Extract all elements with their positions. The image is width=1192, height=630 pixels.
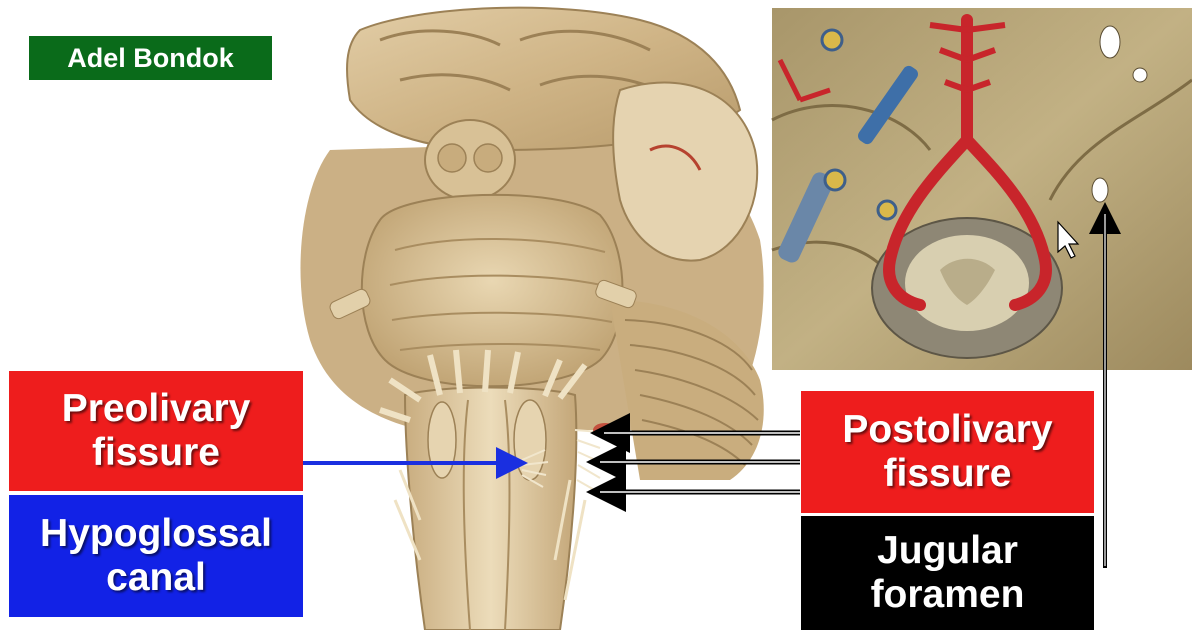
- postolivary-fissure-label: Postolivary fissure: [801, 391, 1094, 513]
- author-text: Adel Bondok: [67, 43, 234, 73]
- foramen-inset-illustration: [772, 8, 1192, 370]
- author-label: Adel Bondok: [29, 36, 272, 80]
- brainstem-illustration: [300, 8, 763, 630]
- hypoglossal-line-2: canal: [40, 556, 272, 600]
- jugular-foramen-label: Jugular foramen: [801, 516, 1094, 630]
- preolivary-line-2: fissure: [62, 431, 251, 475]
- jugular-line-2: foramen: [871, 573, 1025, 617]
- jugular-line-1: Jugular: [871, 529, 1025, 573]
- preolivary-line-1: Preolivary: [62, 387, 251, 431]
- hypoglossal-canal-label: Hypoglossal canal: [9, 495, 303, 617]
- postolivary-line-1: Postolivary: [842, 408, 1052, 452]
- hypoglossal-line-1: Hypoglossal: [40, 512, 272, 556]
- preolivary-fissure-label: Preolivary fissure: [9, 371, 303, 491]
- postolivary-line-2: fissure: [842, 452, 1052, 496]
